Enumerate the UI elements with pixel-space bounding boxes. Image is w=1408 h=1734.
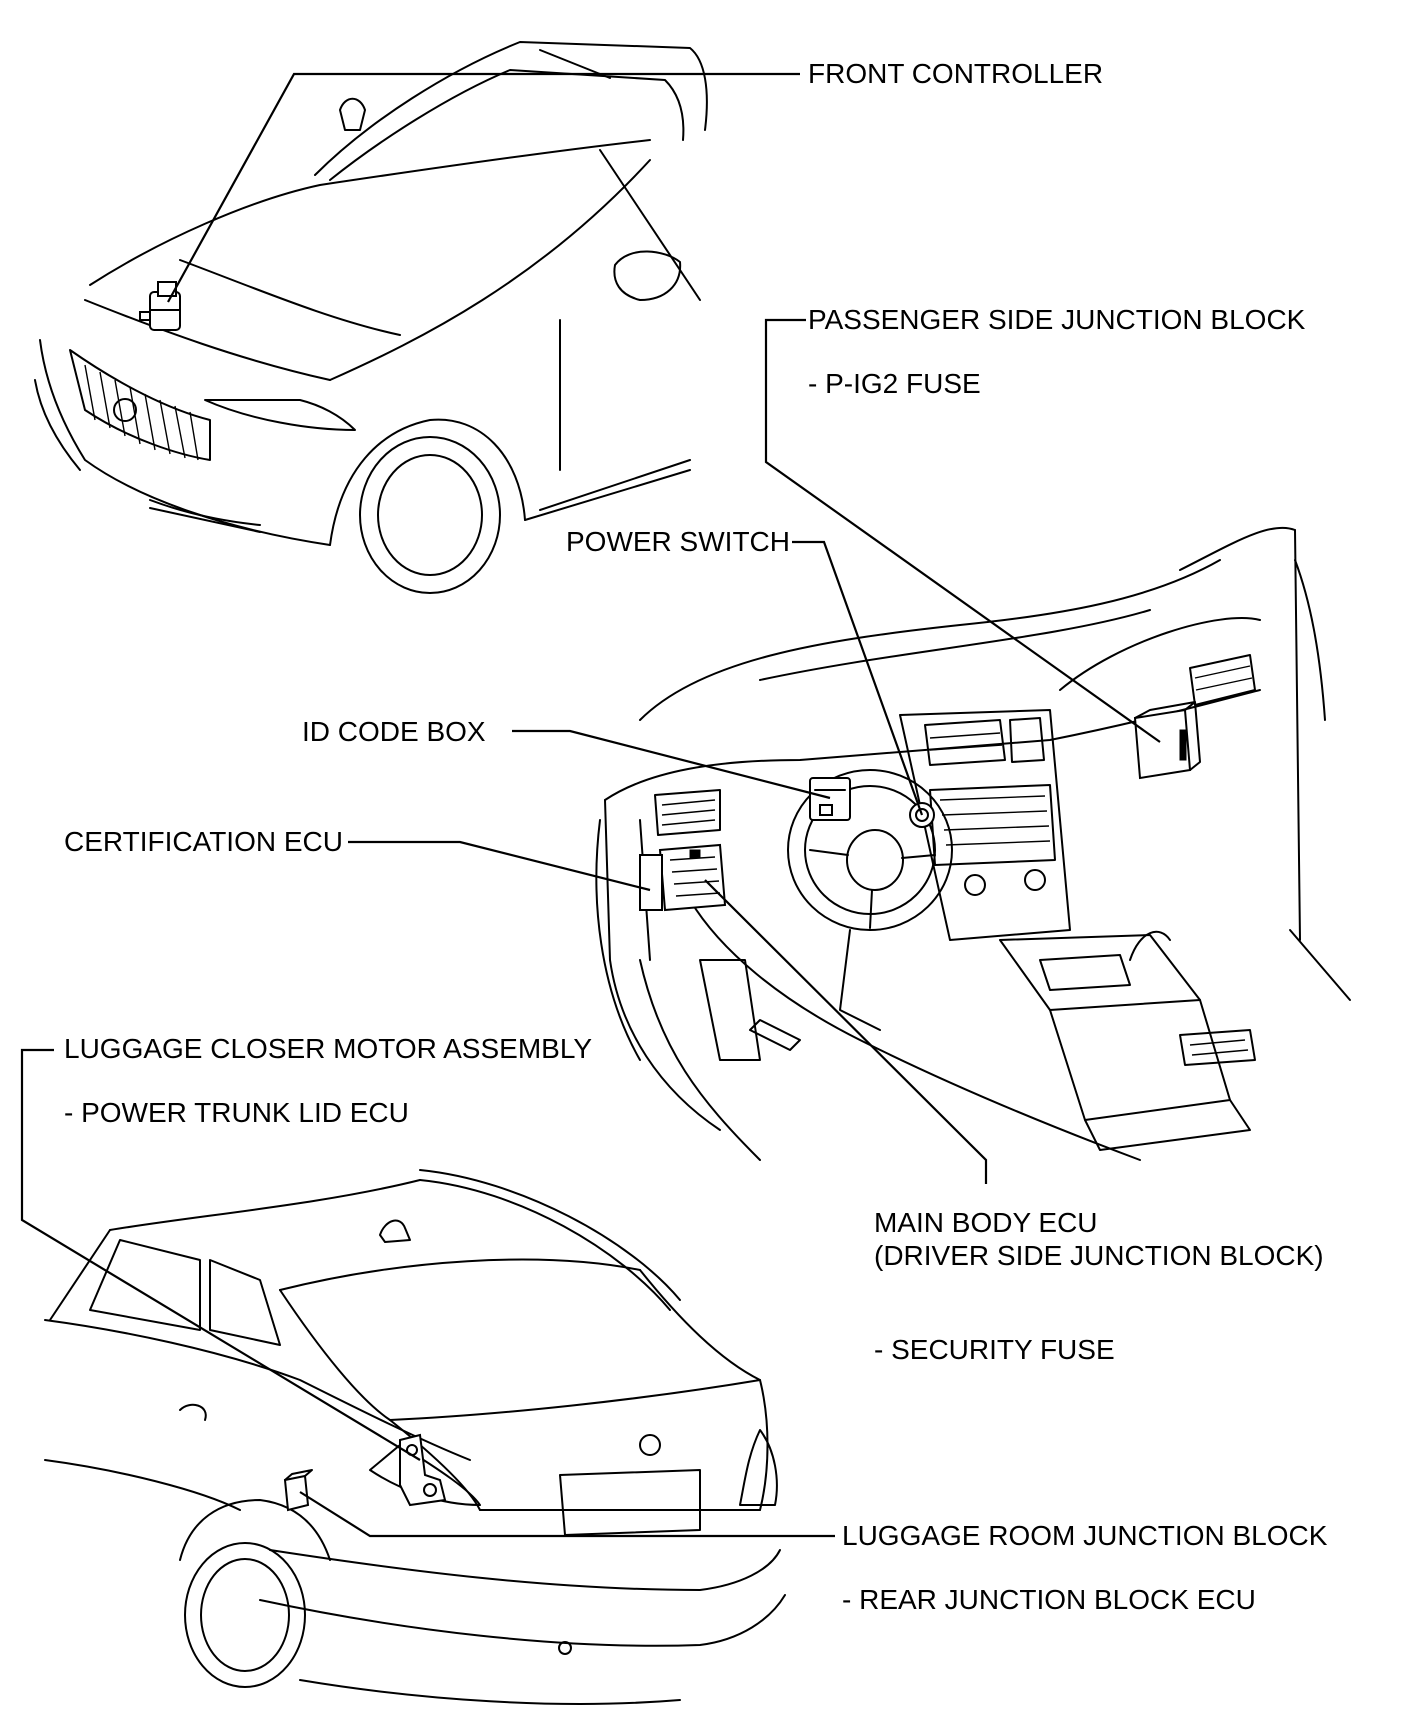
luggage-closer-motor-label: LUGGAGE CLOSER MOTOR ASSEMBLY <box>64 1033 592 1064</box>
power-trunk-lid-ecu-label: - POWER TRUNK LID ECU <box>64 1097 409 1128</box>
leader-lines <box>20 72 1161 1538</box>
interior-illustration <box>595 526 1351 1161</box>
main-body-ecu-label: MAIN BODY ECU <box>874 1207 1098 1238</box>
certification-ecu-label: CERTIFICATION ECU <box>64 826 343 857</box>
id-code-box-label: ID CODE BOX <box>302 716 486 747</box>
luggage-room-junction-block-part <box>283 1469 313 1512</box>
passenger-junction-block-part <box>1133 701 1201 780</box>
luggage-closer-motor-part <box>399 1433 447 1507</box>
id-code-box-part <box>809 777 851 821</box>
front-controller-label: FRONT CONTROLLER <box>808 58 1104 89</box>
passenger-junction-block-label: PASSENGER SIDE JUNCTION BLOCK <box>808 304 1306 335</box>
luggage-room-junction-block-label: LUGGAGE ROOM JUNCTION BLOCK <box>842 1520 1328 1551</box>
driver-junction-block-part <box>639 843 727 912</box>
front-car-illustration <box>34 41 708 594</box>
rear-junction-block-ecu-label: - REAR JUNCTION BLOCK ECU <box>842 1584 1256 1615</box>
security-fuse-label: - SECURITY FUSE <box>874 1334 1115 1365</box>
p-ig2-fuse-label: - P-IG2 FUSE <box>808 368 981 399</box>
power-switch-label: POWER SWITCH <box>566 526 790 557</box>
driver-junction-block-label: (DRIVER SIDE JUNCTION BLOCK) <box>874 1240 1324 1271</box>
